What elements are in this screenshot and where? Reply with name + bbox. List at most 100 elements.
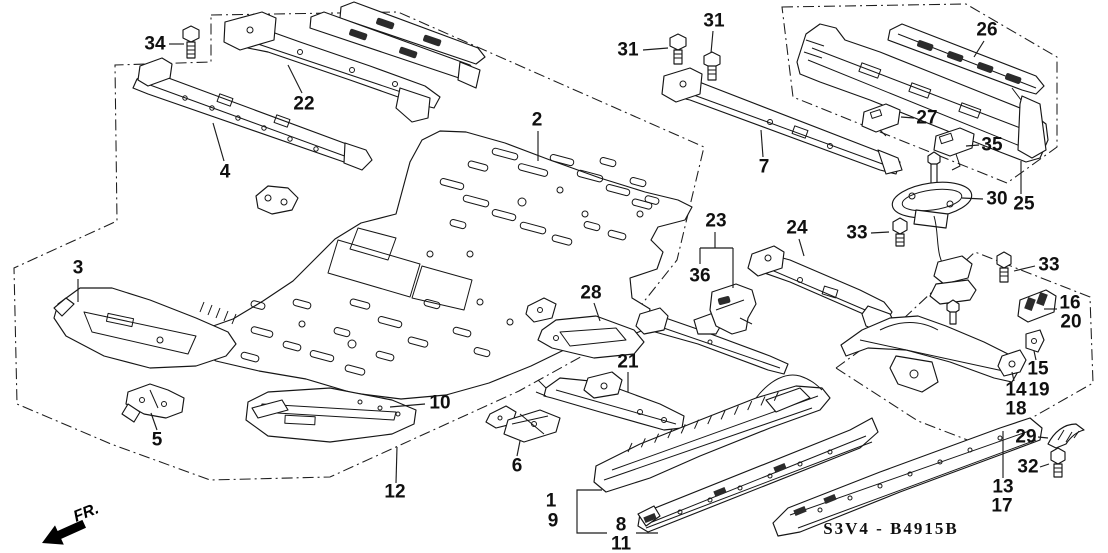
part-label-4: 4 — [220, 162, 231, 183]
leader-33-b — [1013, 265, 1036, 272]
bracket-detail-floor — [255, 185, 299, 215]
part-label-33-a: 33 — [846, 223, 867, 244]
part-label-18: 18 — [1005, 399, 1026, 420]
group-parts — [53, 1, 1085, 537]
part-label-22: 22 — [293, 94, 314, 115]
part-6-bracket — [485, 405, 561, 443]
part-label-17: 17 — [991, 496, 1012, 517]
part-label-11: 11 — [611, 534, 632, 553]
part-label-35: 35 — [981, 135, 1003, 156]
leader-4 — [212, 122, 225, 162]
part-label-13: 13 — [992, 477, 1013, 498]
boundary-sill-group — [835, 251, 1094, 445]
part-33-bolt-right — [996, 251, 1012, 283]
part-23-bracket — [693, 283, 757, 335]
part-25-rear-panel — [796, 23, 1049, 163]
part-label-6: 6 — [512, 456, 523, 477]
part-label-25: 25 — [1013, 194, 1035, 215]
part-label-10: 10 — [429, 393, 450, 414]
leader-12 — [395, 446, 398, 484]
part-label-28: 28 — [580, 283, 601, 304]
part-label-2: 2 — [532, 110, 543, 131]
part-label-16: 16 — [1059, 293, 1080, 314]
part-label-19: 19 — [1028, 380, 1049, 401]
label-15-leader — [1033, 350, 1037, 361]
part-26-rear-panel-stiffener — [887, 23, 1045, 95]
part-label-30: 30 — [986, 189, 1007, 210]
part-label-7: 7 — [759, 157, 770, 178]
part-label-21: 21 — [617, 352, 639, 373]
leader-10 — [389, 403, 426, 408]
part-31-stud — [703, 51, 721, 81]
part-1-9-frame-rail — [593, 374, 831, 493]
leader-35 — [965, 144, 980, 147]
part-24-crossmember-rear — [747, 245, 897, 335]
part-label-26: 26 — [976, 20, 997, 41]
diagram-code: S3V4 - B4915B — [823, 519, 959, 538]
leader-32 — [1039, 463, 1050, 468]
part-7-crossmember-rear-lower — [661, 67, 903, 175]
part-36-rail — [635, 307, 789, 375]
leader-22 — [287, 64, 303, 94]
front-direction-arrow-icon: FR. — [42, 500, 101, 545]
part-label-12: 12 — [384, 482, 405, 503]
part-label-9: 9 — [548, 511, 559, 532]
part-14-18-19-clip — [997, 349, 1027, 377]
leader-6 — [516, 440, 521, 457]
group-boundaries — [13, 3, 1094, 481]
leader-30 — [961, 197, 984, 200]
part-label-15: 15 — [1027, 359, 1049, 380]
part-10-floor-panel-mid — [245, 387, 417, 443]
part-label-36: 36 — [689, 266, 710, 287]
part-label-32: 32 — [1017, 457, 1038, 478]
part-label-33-b: 33 — [1038, 255, 1059, 276]
leader-5 — [150, 412, 158, 431]
label-14-18-19-leader — [1011, 371, 1015, 382]
part-34-flange-bolt — [182, 25, 200, 59]
part-3-floor-side-panel — [53, 287, 237, 369]
part-8-11-sill-outer — [637, 417, 879, 533]
part-5-bracket — [121, 383, 185, 423]
leader-7 — [760, 129, 764, 158]
part-label-29: 29 — [1015, 427, 1036, 448]
front-direction-label: FR. — [71, 500, 101, 525]
part-label-34: 34 — [144, 34, 166, 55]
part-22-strip-lower — [309, 11, 481, 89]
leader-24 — [798, 238, 805, 257]
part-30-spare-tire-winch — [891, 151, 977, 325]
leader-26 — [973, 40, 985, 58]
part-22-crossmember-upper — [223, 11, 441, 123]
part-label-20: 20 — [1060, 312, 1081, 333]
part-35-bracket — [933, 127, 975, 171]
leader-29 — [1037, 436, 1049, 439]
part-label-5: 5 — [152, 430, 163, 451]
part-label-24: 24 — [786, 218, 808, 239]
part-31-bolt — [669, 33, 687, 65]
leader-31-b — [710, 30, 714, 54]
leader-27 — [900, 116, 915, 119]
part-label-14: 14 — [1005, 380, 1027, 401]
label-1-9-bracket — [576, 489, 607, 534]
part-label-27: 27 — [916, 108, 937, 129]
part-28-plate — [537, 315, 645, 359]
part-33-bolt-left — [892, 217, 908, 247]
leader-28 — [593, 302, 601, 322]
part-29-bracket — [1047, 423, 1085, 449]
part-label-8: 8 — [616, 515, 627, 536]
boundary-rear-panel-box — [781, 3, 1058, 184]
part-13-17-sill-outer-right — [772, 417, 1043, 537]
leader-31-a — [642, 47, 669, 51]
part-label-31-a: 31 — [617, 40, 639, 61]
leader-33-a — [870, 231, 890, 234]
part-4-crossmember-front — [132, 57, 373, 171]
part-16-20-striker — [1017, 289, 1057, 323]
part-15-clip — [1025, 329, 1045, 353]
part-13-17-frame-rail-right — [840, 315, 1021, 393]
part-label-3: 3 — [73, 258, 84, 279]
bracket-detail-2 — [525, 297, 557, 323]
part-32-bolt — [1050, 447, 1066, 478]
part-27-bracket — [861, 103, 901, 137]
